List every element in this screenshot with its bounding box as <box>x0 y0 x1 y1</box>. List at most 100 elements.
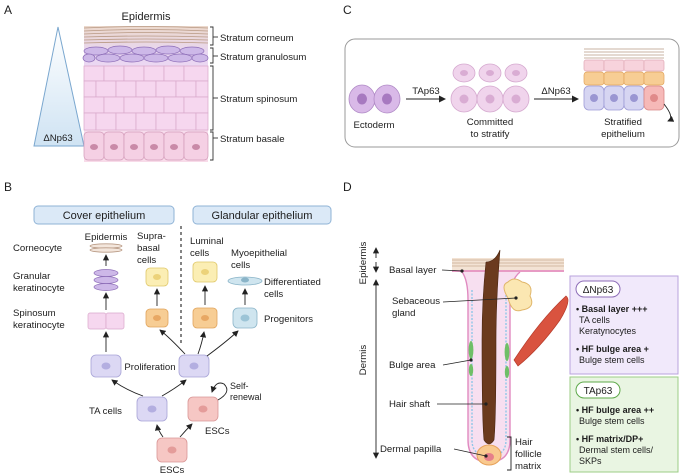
layer-brackets <box>210 26 218 161</box>
panel-a: A Epidermis ΔNp63 <box>4 3 306 162</box>
panel-c-letter: C <box>343 3 352 17</box>
label-matrix-2: follicle <box>515 449 542 460</box>
skin-surface-lines <box>452 259 564 267</box>
label-basal-layer: Basal layer <box>389 265 437 276</box>
leader-dermal-papilla <box>453 448 487 457</box>
label-spinosum-1: Spinosum <box>13 308 56 319</box>
dot-bulge <box>469 358 473 362</box>
skin-surface <box>452 258 564 272</box>
label-tap63-arrow: TAp63 <box>412 86 440 97</box>
bulge-stem-cells <box>468 341 510 378</box>
label-proliferation: Proliferation <box>124 362 175 373</box>
arrow-ta-to-prolif-right <box>161 379 187 397</box>
dnp63-item1-sub1: TA cells <box>579 315 610 325</box>
leader-sebaceous <box>442 297 517 303</box>
hair-shaft <box>481 249 501 445</box>
label-sebaceous-2: gland <box>392 308 415 319</box>
cover-progenitor-nucleus <box>153 315 161 321</box>
glandular-epithelium-header <box>192 205 332 225</box>
escs-mid-nucleus <box>198 405 208 413</box>
cover-epithelium-title: Cover epithelium <box>63 210 146 222</box>
leader-basal-layer <box>441 269 463 272</box>
dnp63-item1: • Basal layer +++ <box>576 304 647 314</box>
label-stratum-granulosum: Stratum granulosum <box>220 52 306 63</box>
panel-a-letter: A <box>4 3 12 17</box>
tap63-item1-sub1: Bulge stem cells <box>579 416 645 426</box>
stratified-upper-cells <box>583 59 665 72</box>
committed-nuclei <box>459 70 521 104</box>
self-renewal-arrow <box>210 382 228 401</box>
arrow-escs-to-ta <box>154 424 164 438</box>
dot-basal-layer <box>460 269 464 273</box>
label-escs-mid: ESCs <box>205 426 230 437</box>
panel-b: B Cover epithelium Glandular epithelium … <box>4 180 332 476</box>
dot-hair-shaft <box>484 402 488 406</box>
sebaceous-gland <box>503 278 533 312</box>
dnp63-title: ΔNp63 <box>583 285 614 296</box>
label-self-renewal-2: renewal <box>230 392 262 402</box>
label-spinosum-2: keratinocyte <box>13 320 65 331</box>
label-suprabasal-2: basal <box>137 243 160 254</box>
label-escs-bottom: ESCs <box>160 465 185 476</box>
leader-bulge <box>442 359 472 366</box>
dnp63-gradient-triangle <box>33 26 85 147</box>
dnp63-item1-sub2: Keratynocytes <box>579 326 637 336</box>
tap63-item2: • HF matrix/DP+ <box>576 434 643 444</box>
ta-cell-nucleus <box>147 405 157 413</box>
escs-bottom-nucleus <box>167 446 177 454</box>
panel-b-letter: B <box>4 180 12 194</box>
arrow-prolif-to-myo-progenitor <box>206 330 239 357</box>
label-myoepithelial-1: Myoepithelial <box>231 248 287 259</box>
dnp63-title-pill <box>575 280 621 298</box>
label-dnp63-arrow: ΔNp63 <box>541 86 570 97</box>
label-differentiated-1: Differentiated <box>264 277 321 288</box>
label-sebaceous-1: Sebaceous <box>392 296 440 307</box>
self-renewal-loop-arrow <box>663 103 675 122</box>
label-suprabasal-3: cells <box>137 255 156 266</box>
label-b-epidermis: Epidermis <box>85 232 128 243</box>
axis-label-epidermis: Epidermis <box>358 241 369 284</box>
dnp63-item2-sub1: Bulge stem cells <box>579 355 645 365</box>
label-luminal-1: Luminal <box>190 236 224 247</box>
granular-cell-stack <box>93 269 119 291</box>
label-bulge-area: Bulge area <box>389 360 436 371</box>
label-granular-2: keratinocyte <box>13 283 65 294</box>
dnp63-gradient-label: ΔNp63 <box>43 133 72 144</box>
label-suprabasal-1: Supra- <box>137 231 166 242</box>
stratified-basal-nuclei <box>590 94 638 102</box>
tap63-item1: • HF bulge area ++ <box>576 405 654 415</box>
label-committed-line1: Committed <box>467 117 513 128</box>
ectoderm-nuclei <box>357 93 392 105</box>
label-stratified-line2: epithelium <box>601 129 645 140</box>
glandular-epithelium-title: Glandular epithelium <box>212 210 313 222</box>
tap63-title: TAp63 <box>584 386 613 397</box>
stem-cell-nucleus <box>650 94 658 102</box>
tap63-item2-sub1: Dermal stem cells/ <box>579 445 654 455</box>
proliferation-left-nucleus <box>101 362 111 370</box>
matrix-bracket <box>507 436 512 471</box>
axis-label-dermis: Dermis <box>358 345 369 376</box>
panel-a-title: Epidermis <box>122 11 171 23</box>
label-matrix-3: matrix <box>515 461 541 472</box>
glandular-progenitor-blue-nucleus <box>240 314 250 322</box>
tap63-title-pill <box>575 381 621 399</box>
label-ta-cells: TA cells <box>89 406 122 417</box>
stratified-corneum <box>584 48 664 59</box>
label-stratum-spinosum: Stratum spinosum <box>220 94 297 105</box>
dot-dermal-papilla <box>484 454 488 458</box>
stratified-orange-cells <box>583 71 665 86</box>
panel-c: C Ectoderm TAp63 Committed to stratify Δ… <box>343 3 680 148</box>
arrow-prolif-to-cover-progenitor <box>159 329 186 355</box>
label-progenitors: Progenitors <box>264 314 313 325</box>
label-myoepithelial-2: cells <box>231 260 250 271</box>
label-self-renewal-1: Self- <box>230 381 249 391</box>
arrow-ta-to-prolif-left <box>111 379 144 397</box>
arrector-pili-muscle <box>513 295 569 367</box>
luminal-nucleus <box>201 269 209 275</box>
label-dermal-papilla: Dermal papilla <box>380 444 442 455</box>
label-differentiated-2: cells <box>264 289 283 300</box>
stratum-spinosum-cells <box>83 65 209 131</box>
label-luminal-2: cells <box>190 248 209 259</box>
label-stratified-line1: Stratified <box>604 117 642 128</box>
